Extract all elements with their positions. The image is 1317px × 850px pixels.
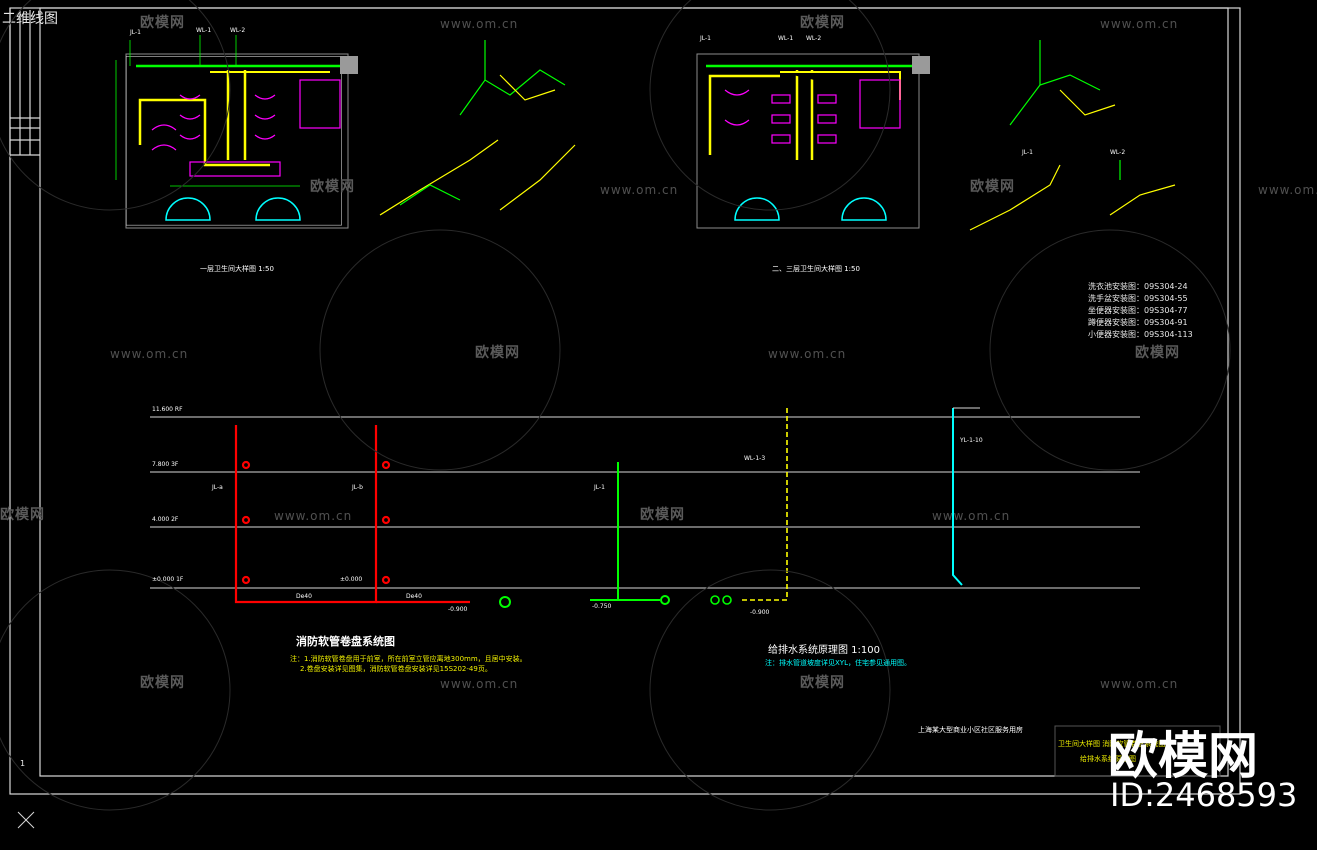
watermark-url: www.om.cn — [768, 347, 847, 361]
title-stamp — [1054, 725, 1221, 777]
pipe-label: WL-2 — [806, 35, 822, 42]
pipe-label: De40 — [406, 593, 422, 600]
pipe-label: JL-1 — [1022, 149, 1033, 156]
supply-system-title: 给排水系统原理图 1:100 — [768, 645, 880, 656]
watermark-brand-large: 欧模网 — [1108, 727, 1258, 785]
watermark-brand: 欧模网 — [800, 15, 845, 31]
watermark-id: ID:2468593 — [1110, 776, 1298, 814]
watermark-url: www.om.cn — [110, 347, 189, 361]
watermark-url: www.om.cn — [440, 677, 519, 691]
isometric-diagrams — [379, 40, 1176, 231]
pipe-label: WL-2 — [230, 27, 246, 34]
sheet-name-a: 卫生间大样图 消防软管卷盘系统图 — [1058, 740, 1166, 748]
watermark-arcs — [0, 0, 1231, 811]
watermark-brand: 欧模网 — [1135, 345, 1180, 361]
watermark-url: www.om.cn — [932, 509, 1011, 523]
pipe-label: YL-1-10 — [960, 437, 983, 444]
level-label: 7.800 3F — [152, 461, 179, 468]
watermark-url: www.om.cn — [274, 509, 353, 523]
page-number: 1 — [20, 759, 26, 768]
pipe-label: WL-1-3 — [744, 455, 766, 462]
watermark-brand: 欧模网 — [475, 345, 520, 361]
pipe-label: WL-2 — [1110, 149, 1126, 156]
pipe-label: JL-1 — [700, 35, 711, 42]
level-label: 11.600 RF — [152, 406, 183, 413]
watermark-brand: 欧模网 — [970, 179, 1015, 195]
fire-note-1: 注：1.消防软管卷盘用于前室，所在前室立管应离地300mm，且居中安装。 — [290, 655, 527, 663]
standard-item: 洗手盆安装图：09S304-55 — [1088, 294, 1188, 303]
plan-1-title: 一层卫生间大样图 1:50 — [200, 265, 274, 273]
pipe-label: JL-b — [352, 484, 363, 491]
sheet-frame — [9, 7, 1241, 795]
watermark-url: www.om.cn — [440, 17, 519, 31]
pipe-label: WL-1 — [778, 35, 794, 42]
plan-2-title: 二、三层卫生间大样图 1:50 — [772, 265, 860, 273]
project-name: 上海某大型商业小区社区服务用房 — [918, 726, 1023, 734]
ucs-icon — [17, 811, 35, 829]
sheet-name-b: 给排水系统原理图 — [1080, 755, 1136, 763]
watermark-url: www.om.cn — [1100, 677, 1179, 691]
watermark-brand: 欧模网 — [0, 507, 45, 523]
watermark-brand: 欧模网 — [140, 675, 185, 691]
watermark-url: www.om.cn — [1258, 183, 1317, 197]
pipe-label: -0.750 — [592, 603, 612, 610]
pipe-label: ±0.000 — [340, 576, 363, 583]
watermark-brand: 欧模网 — [800, 675, 845, 691]
watermark-brand: 欧模网 — [310, 179, 355, 195]
rain-riser — [952, 407, 980, 586]
floor-level-lines — [150, 416, 1140, 589]
watermark-url: www.om.cn — [1100, 17, 1179, 31]
pipe-label: JL-1 — [594, 484, 605, 491]
pipe-label: -0.900 — [448, 606, 468, 613]
pipe-label: JL-1 — [130, 29, 141, 36]
fire-system-title: 消防软管卷盘系统图 — [296, 635, 395, 648]
pipe-label: De40 — [296, 593, 312, 600]
level-label: ±0.000 1F — [152, 576, 184, 583]
standard-item: 小便器安装图：09S304-113 — [1088, 330, 1193, 339]
plan-1-toilet — [115, 35, 358, 229]
supply-note: 注：排水管道坡度详见XYL，住宅参见通用图。 — [765, 659, 911, 667]
watermark-brand: 欧模网 — [140, 15, 185, 31]
watermark-brand: 欧模网 — [640, 507, 685, 523]
watermark-url: www.om.cn — [600, 183, 679, 197]
pipe-label: -0.900 — [750, 609, 770, 616]
pipe-label: WL-1 — [196, 27, 212, 34]
drain-riser — [710, 408, 788, 605]
level-label: 4.000 2F — [152, 516, 179, 523]
fire-hose-risers — [234, 425, 470, 604]
standard-item: 洗衣池安装图：09S304-24 — [1088, 282, 1188, 291]
fire-note-2: 2.卷盘安装详见图集，消防软管卷盘安装详见15S202-49页。 — [300, 665, 492, 673]
plan-2-toilet — [696, 53, 930, 229]
standard-item: 坐便器安装图：09S304-77 — [1088, 306, 1188, 315]
pipe-label: JL-a — [212, 484, 223, 491]
water-supply-riser — [499, 462, 670, 608]
standard-item: 蹲便器安装图：09S304-91 — [1088, 318, 1188, 327]
